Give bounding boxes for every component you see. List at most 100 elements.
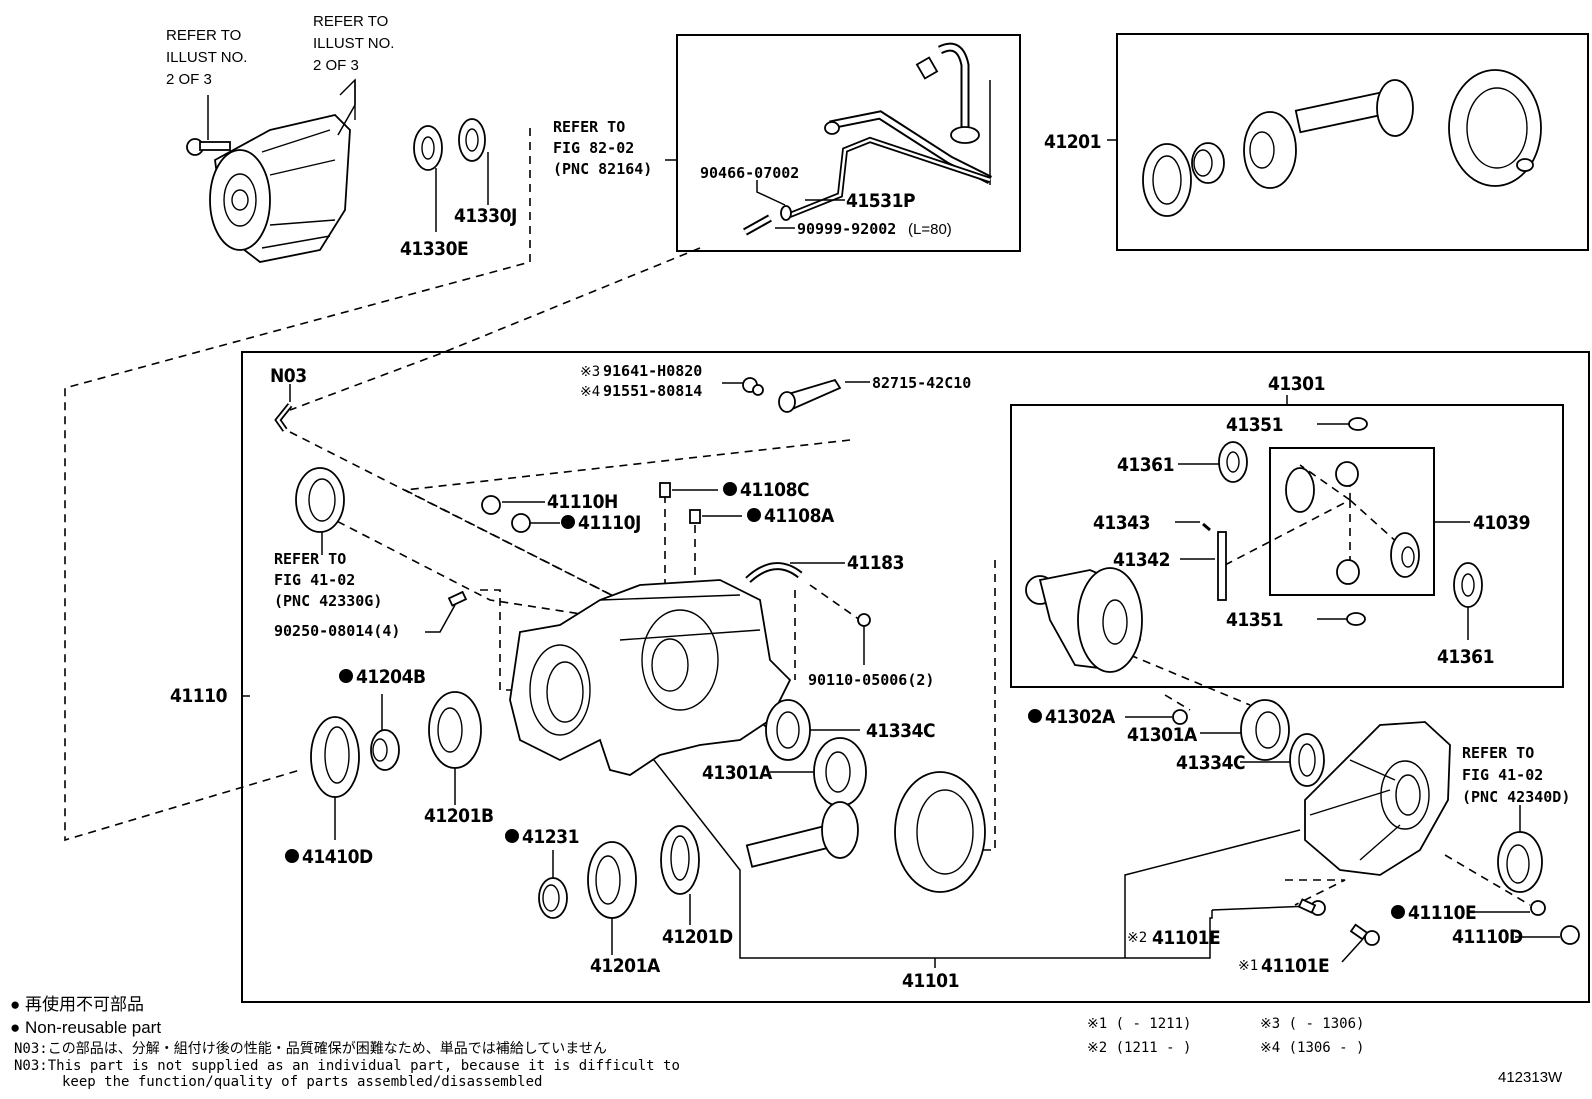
breather-plug-n03 (274, 384, 293, 432)
label-41201d[interactable]: 41201D (662, 926, 733, 948)
label-41183[interactable]: 41183 (847, 552, 904, 574)
label-41110e[interactable]: 41110E (1408, 902, 1477, 924)
non-reusable-dot-41108a (747, 508, 761, 522)
legend-non-reusable-en: ● Non-reusable part (10, 1018, 161, 1037)
label-41334c-right[interactable]: 41334C (1176, 752, 1246, 774)
svg-text:ILLUST NO.: ILLUST NO. (166, 49, 247, 66)
assembly-line-90110 (809, 584, 861, 621)
label-41108a[interactable]: 41108A (764, 505, 835, 527)
svg-text:FIG 41-02: FIG 41-02 (274, 571, 355, 589)
label-41110j[interactable]: 41110J (578, 512, 641, 534)
label-41101[interactable]: 41101 (902, 970, 959, 992)
label-note-mark-4: ※4 (580, 384, 600, 400)
label-82715-42c10[interactable]: 82715-42C10 (872, 374, 971, 392)
reference-illust-left: REFER TO ILLUST NO. 2 OF 3 (166, 27, 247, 88)
label-41201a[interactable]: 41201A (590, 955, 661, 977)
svg-text:(PNC 42330G): (PNC 42330G) (274, 592, 382, 610)
note-n03-en-line2: keep the function/quality of parts assem… (62, 1074, 542, 1090)
hose-clip-90466 (756, 180, 792, 221)
label-91641-h0820[interactable]: 91641-H0820 (603, 362, 702, 380)
label-90466-07002[interactable]: 90466-07002 (700, 164, 799, 182)
label-41410d[interactable]: 41410D (302, 846, 373, 868)
bearing-41301a-right (1200, 699, 1290, 761)
label-41343[interactable]: 41343 (1093, 512, 1150, 534)
non-reusable-dot-41110e (1391, 905, 1405, 919)
label-41361-right[interactable]: 41361 (1437, 646, 1494, 668)
bolt-41101e-lower (1349, 923, 1380, 946)
reference-fig-41-02-left: REFER TO FIG 41-02 (PNC 42330G) (274, 550, 382, 610)
label-91551-80814[interactable]: 91551-80814 (603, 382, 702, 400)
label-41101e-1[interactable]: 41101E (1261, 955, 1330, 977)
label-41342[interactable]: 41342 (1113, 549, 1170, 571)
label-41330e[interactable]: 41330E (400, 238, 469, 260)
side-gear-washer-41361-left (1178, 441, 1248, 483)
date-note-3: ※3 ( - 1306) (1260, 1016, 1364, 1032)
svg-text:2 OF 3: 2 OF 3 (166, 71, 212, 88)
pinion-ring-gear-frame (1116, 33, 1589, 251)
label-41201b[interactable]: 41201B (424, 805, 494, 827)
reference-fig-82-02: REFER TO FIG 82-02 (PNC 82164) (553, 118, 652, 178)
assembly-line-plug (480, 589, 515, 691)
gasket-41110j (511, 513, 560, 533)
gasket-41110e (1475, 900, 1546, 916)
bracket-41101-left (649, 754, 1125, 959)
date-note-2: ※2 (1211 - ) (1087, 1040, 1191, 1056)
bracket-41101e (1125, 910, 1213, 959)
collapsible-spacer-41231 (538, 850, 568, 919)
label-90250-08014[interactable]: 90250-08014(4) (274, 622, 400, 640)
label-n03[interactable]: N03 (270, 365, 307, 387)
label-41108c[interactable]: 41108C (740, 479, 810, 501)
label-41351-top[interactable]: 41351 (1226, 414, 1283, 436)
thrust-washer-41351-top (1317, 417, 1368, 431)
label-41302a[interactable]: 41302A (1045, 706, 1116, 728)
label-41301a-left[interactable]: 41301A (702, 762, 773, 784)
breather-hose-frame (676, 34, 1021, 252)
drive-pinion-41201-kit (1294, 79, 1414, 137)
differential-carrier-cover (1304, 721, 1451, 876)
label-41330j[interactable]: 41330J (454, 205, 517, 227)
label-41039[interactable]: 41039 (1473, 512, 1530, 534)
assembly-line-diff-bearing (1129, 654, 1251, 706)
label-41531p[interactable]: 41531P (846, 190, 916, 212)
label-41351-bottom[interactable]: 41351 (1226, 609, 1283, 631)
companion-nut-41201-kit (1191, 142, 1225, 184)
date-note-1: ※1 ( - 1211) (1087, 1016, 1191, 1032)
label-41231[interactable]: 41231 (522, 826, 579, 848)
label-41201[interactable]: 41201 (1044, 131, 1101, 153)
bracket-82715 (778, 378, 870, 413)
bearing-41201-kit (1243, 111, 1297, 189)
label-note-mark-3: ※3 (580, 364, 600, 380)
plug-41108a (689, 509, 742, 524)
label-41301[interactable]: 41301 (1268, 373, 1325, 395)
bearing-41201b (428, 691, 482, 805)
non-reusable-dot-41231 (505, 829, 519, 843)
plug-41108c (659, 482, 718, 498)
svg-text:2 OF 3: 2 OF 3 (313, 57, 359, 74)
label-90999-length: (L=80) (908, 221, 952, 238)
bracket-41101-right (1124, 829, 1301, 958)
label-41204b[interactable]: 41204B (356, 666, 426, 688)
assembly-line-41110e (1444, 854, 1531, 906)
label-note-mark-2: ※2 (1127, 930, 1147, 946)
svg-text:(PNC 82164): (PNC 82164) (553, 160, 652, 178)
reference-illust-right: REFER TO ILLUST NO. 2 OF 3 (313, 13, 394, 74)
label-41110[interactable]: 41110 (170, 685, 228, 707)
label-41361-left[interactable]: 41361 (1117, 454, 1174, 476)
svg-text:REFER TO: REFER TO (274, 550, 346, 568)
oil-seal-41410d (310, 716, 360, 840)
oil-seal-41201-kit (1142, 143, 1192, 217)
svg-text:FIG 41-02: FIG 41-02 (1462, 766, 1543, 784)
label-90110-05006[interactable]: 90110-05006(2) (808, 671, 934, 689)
label-41110h[interactable]: 41110H (547, 491, 618, 513)
label-41101e-2[interactable]: 41101E (1152, 927, 1221, 949)
label-41110d[interactable]: 41110D (1452, 926, 1523, 948)
label-41301a-right[interactable]: 41301A (1127, 724, 1198, 746)
breather-hose-90999 (743, 214, 795, 236)
label-90999-92002[interactable]: 90999-92002 (797, 220, 896, 238)
leader-41101e-2 (1211, 905, 1311, 911)
assembly-line-seal (324, 514, 621, 621)
spacer-41204b (370, 694, 400, 771)
label-41334c-left[interactable]: 41334C (866, 720, 936, 742)
assembly-line-side-gear-b (1349, 499, 1401, 546)
